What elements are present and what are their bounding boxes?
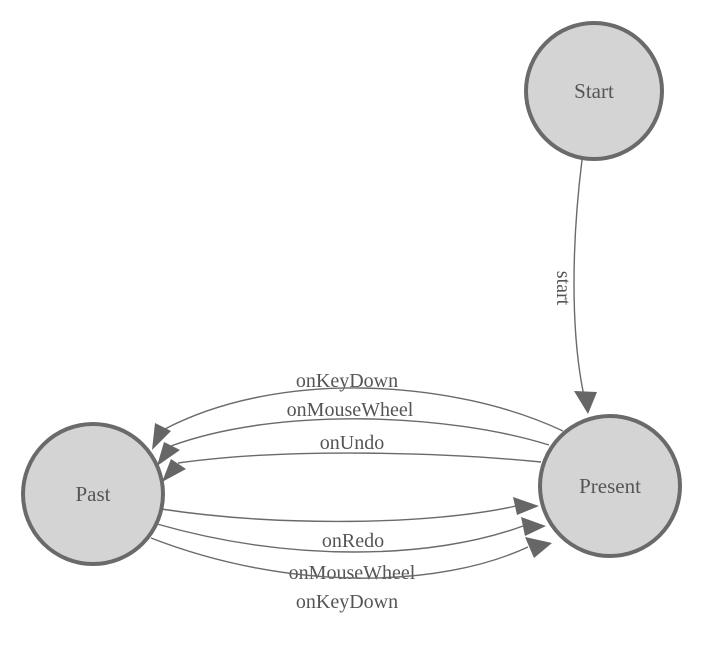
node-label-present: Present [579,474,641,498]
node-start: Start [524,21,664,161]
edge-past-to-present-onkeydown: onKeyDown [150,537,552,613]
edge-label-onmousewheel-top: onMouseWheel [287,399,414,421]
arrowhead-icon [162,459,186,482]
arrowhead-icon [157,442,180,466]
arrowhead-icon [513,497,539,515]
node-label-start: Start [574,79,614,103]
node-circle-past [21,422,165,566]
edge-line [177,452,542,464]
edge-label-onmousewheel-bottom: onMouseWheel [289,562,416,584]
node-circle-present [538,414,682,558]
arrowhead-icon [152,423,171,450]
edge-past-to-present-onredo: onRedo [160,497,539,552]
edge-past-to-present-onmousewheel: onMouseWheel [156,517,546,584]
edge-line [170,418,550,447]
edge-label-onundo: onUndo [320,432,384,454]
arrowhead-icon [525,537,552,558]
edge-line [156,523,524,553]
edge-line [573,159,585,397]
node-label-past: Past [75,482,110,506]
edge-label-onkeydown-bottom: onKeyDown [296,591,398,613]
edge-label-start: start [552,271,574,306]
edge-line [160,505,517,523]
edge-present-to-past-onkeydown: onKeyDown [152,370,564,450]
node-past: Past [21,422,165,566]
edge-start-to-present: start [552,159,597,414]
edge-present-to-past-onmousewheel: onMouseWheel [157,399,550,466]
node-present: Present [538,414,682,558]
edge-label-onredo: onRedo [322,530,384,552]
arrowhead-icon [574,391,597,414]
node-circle-start [524,21,664,161]
edge-line [162,387,564,432]
edge-label-onkeydown-top: onKeyDown [296,370,398,392]
arrowhead-icon [521,517,546,536]
edge-present-to-past-onundo: onUndo [162,432,542,482]
edge-line [150,537,529,579]
